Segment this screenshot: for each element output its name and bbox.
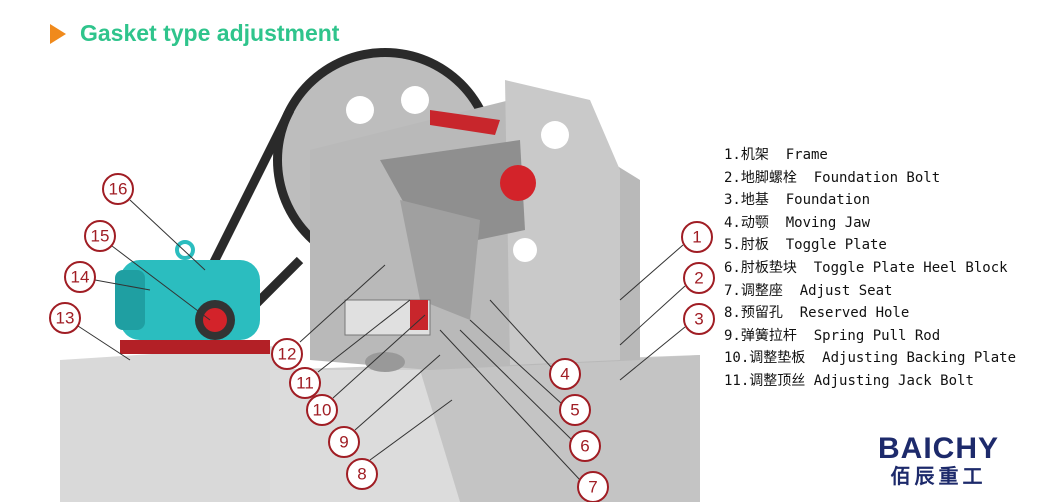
svg-text:2: 2: [694, 269, 703, 288]
logo-text-en: BAICHY: [878, 432, 1000, 465]
frame: [310, 80, 640, 372]
legend-item: 3.地基 Foundation: [724, 192, 871, 209]
svg-text:16: 16: [109, 180, 128, 199]
motor: [115, 240, 270, 354]
page-title: Gasket type adjustment: [80, 20, 340, 46]
svg-text:9: 9: [339, 433, 348, 452]
legend-item: 8.预留孔 Reserved Hole: [724, 305, 910, 322]
title: Gasket type adjustment: [50, 20, 339, 47]
brand-logo: BAICHY 佰辰重工: [878, 432, 1000, 489]
svg-text:12: 12: [278, 345, 297, 364]
callout-11: 11: [289, 367, 321, 399]
svg-text:7: 7: [588, 478, 597, 497]
parts-legend: 1.机架 Frame 2.地脚螺栓 Foundation Bolt 3.地基 F…: [724, 144, 1016, 393]
callout-2: 2: [683, 262, 715, 294]
svg-text:6: 6: [580, 437, 589, 456]
callout-13: 13: [49, 302, 81, 334]
legend-item: 6.肘板垫块 Toggle Plate Heel Block: [724, 259, 1008, 276]
legend-item: 7.调整座 Adjust Seat: [724, 282, 893, 299]
svg-text:1: 1: [692, 228, 701, 247]
callout-16: 16: [102, 173, 134, 205]
svg-text:11: 11: [296, 374, 314, 393]
svg-text:5: 5: [570, 401, 579, 420]
svg-text:3: 3: [694, 310, 703, 329]
legend-item: 10.调整垫板 Adjusting Backing Plate: [724, 350, 1017, 367]
callout-3: 3: [683, 303, 715, 335]
svg-text:14: 14: [71, 268, 90, 287]
callout-14: 14: [64, 261, 96, 293]
callout-8: 8: [346, 458, 378, 490]
callout-4: 4: [549, 358, 581, 390]
legend-item: 1.机架 Frame: [724, 147, 828, 163]
callout-5: 5: [559, 394, 591, 426]
svg-text:15: 15: [91, 227, 110, 246]
callouts: 1 2 3 4 5 6 7 8 9 10 11 12 13 14 15 16: [49, 173, 715, 502]
legend-item: 11.调整顶丝 Adjusting Jack Bolt: [724, 372, 974, 389]
svg-text:8: 8: [357, 465, 366, 484]
legend-item: 2.地脚螺栓 Foundation Bolt: [724, 169, 941, 186]
legend-item: 9.弹簧拉杆 Spring Pull Rod: [724, 327, 941, 344]
callout-1: 1: [681, 221, 713, 253]
svg-text:10: 10: [313, 401, 332, 420]
callout-9: 9: [328, 426, 360, 458]
arrow-icon: [50, 23, 66, 44]
callout-7: 7: [577, 471, 609, 502]
leader-lines: [77, 199, 686, 481]
callout-10: 10: [306, 394, 338, 426]
svg-text:13: 13: [56, 309, 75, 328]
svg-text:4: 4: [560, 365, 569, 384]
callout-12: 12: [271, 338, 303, 370]
legend-item: 5.肘板 Toggle Plate: [724, 237, 887, 254]
logo-text-cn: 佰辰重工: [890, 464, 987, 488]
legend-item: 4.动颚 Moving Jaw: [724, 214, 871, 231]
callout-6: 6: [569, 430, 601, 462]
callout-15: 15: [84, 220, 116, 252]
